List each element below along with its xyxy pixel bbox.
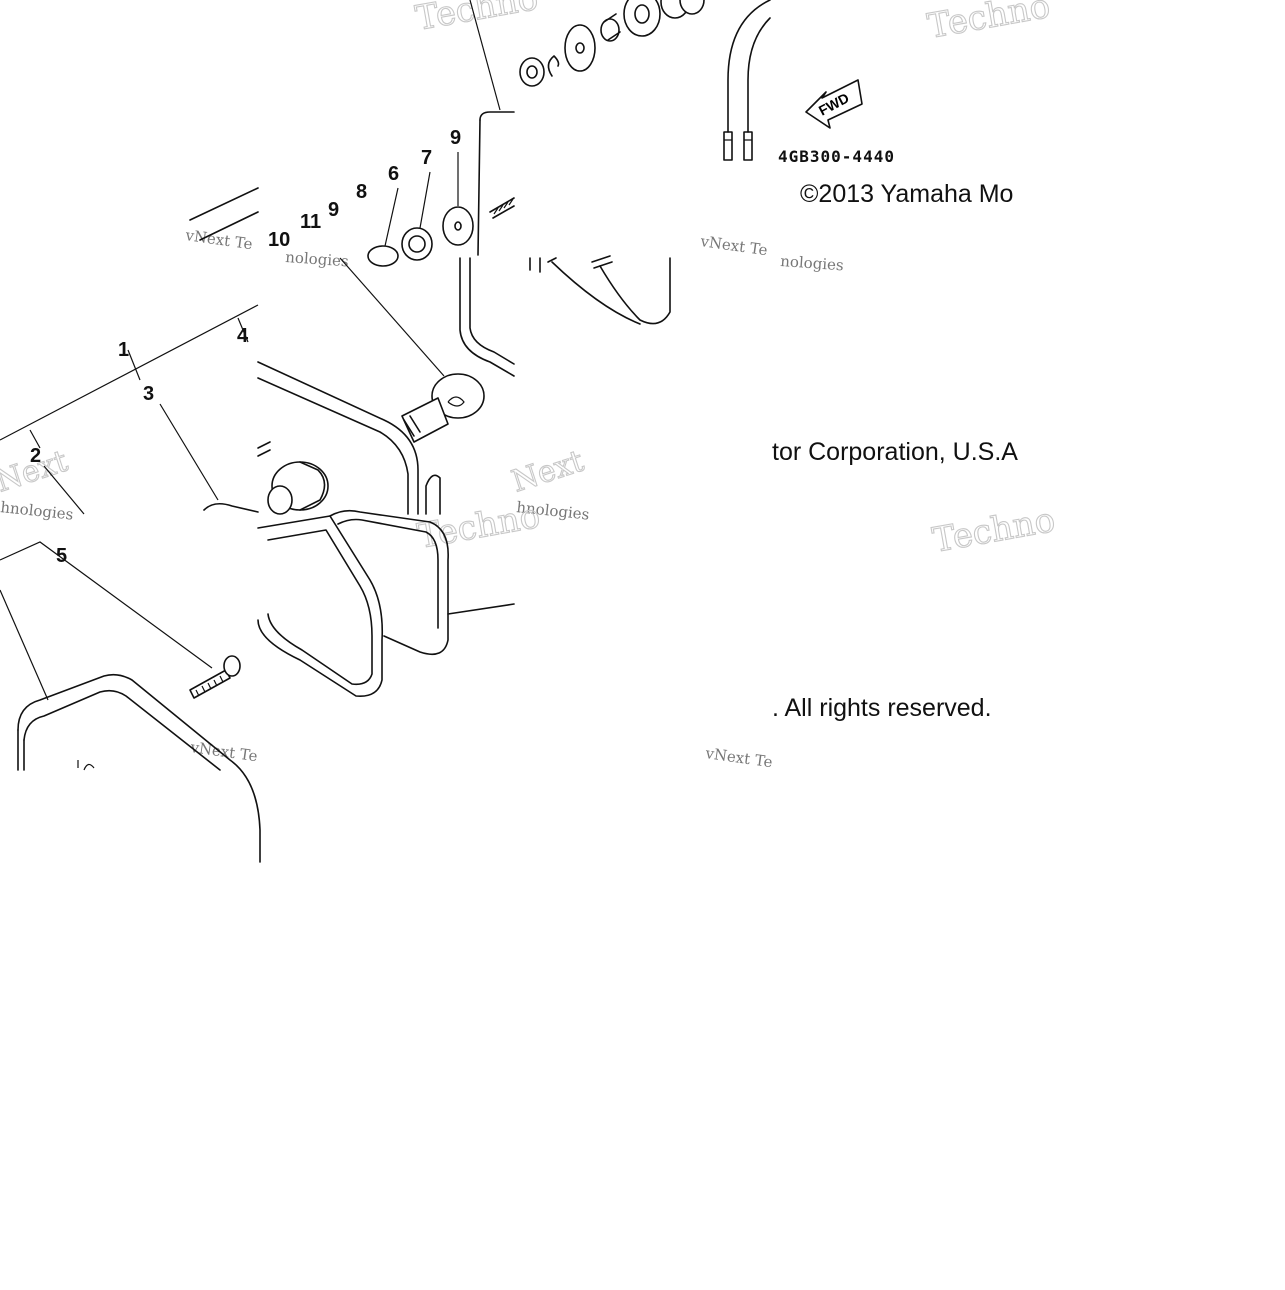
taillight-housing	[257, 257, 515, 515]
wiring-harness	[723, 0, 771, 161]
callout-3: 3	[143, 383, 154, 405]
hardware-stack: 10 11 9 8 6 7 9	[268, 0, 705, 267]
callout-11: 11	[300, 211, 321, 233]
watermark-next-mid: Next	[508, 444, 588, 500]
callout-4: 4	[237, 325, 249, 347]
spring-washer	[547, 55, 560, 77]
callout-9-upper: 9	[450, 127, 461, 149]
watermark-hnologies-left: hnologies	[0, 498, 74, 524]
callout-8: 8	[356, 181, 367, 203]
tail-lens-corner-top	[189, 187, 259, 241]
copyright-line-1: ©2013 Yamaha Mo	[800, 180, 1013, 208]
fwd-arrow: FWD	[805, 79, 863, 129]
watermark-techno-mid: Techno	[415, 496, 544, 557]
watermark-techno-topright: Techno	[925, 0, 1054, 47]
lens-gaskets	[257, 509, 515, 697]
callout-9-lower: 9	[328, 199, 339, 221]
copyright-line-2: tor Corporation, U.S.A	[772, 438, 1018, 466]
tail-lens: 5	[0, 541, 261, 863]
bulb	[339, 257, 485, 443]
collar	[600, 13, 621, 42]
watermarks: Techno Techno vNext Te vNext Te nologies…	[0, 0, 1059, 771]
watermark-techno-right: Techno	[930, 500, 1059, 561]
watermark-nologies-2: nologies	[285, 248, 350, 270]
callout-1: 1	[118, 339, 129, 361]
callout-2: 2	[30, 445, 41, 467]
hex-nut	[519, 57, 545, 87]
bracket-plate-edge	[203, 502, 259, 513]
watermark-vnext-2: vNext Te	[698, 232, 768, 259]
callout-6: 6	[388, 163, 399, 185]
callout-lines-left: 1 3 4 2	[0, 304, 259, 515]
bulb-socket	[267, 461, 329, 515]
callout-7: 7	[421, 147, 432, 169]
watermark-techno-top: Techno	[413, 0, 542, 39]
callout-10: 10	[268, 229, 290, 251]
part-number: 4GB300-4440	[778, 147, 895, 166]
lens-screw	[189, 655, 241, 699]
flat-washer-top	[564, 24, 596, 72]
grommets-top	[623, 0, 705, 37]
copyright-line-3: . All rights reserved.	[772, 694, 992, 722]
watermark-vnext-3: vNext Te	[188, 738, 258, 765]
callouts-top: 10 11 9 8 6 7 9	[268, 127, 461, 251]
threaded-stud	[489, 197, 515, 219]
grommets-lower	[367, 206, 474, 267]
watermark-nologies-1: nologies	[780, 252, 845, 274]
callout-5: 5	[56, 545, 67, 567]
watermark-vnext-1: vNext Te	[183, 226, 253, 253]
watermark-vnext-4: vNext Te	[703, 744, 773, 771]
housing-top-right	[529, 255, 671, 325]
